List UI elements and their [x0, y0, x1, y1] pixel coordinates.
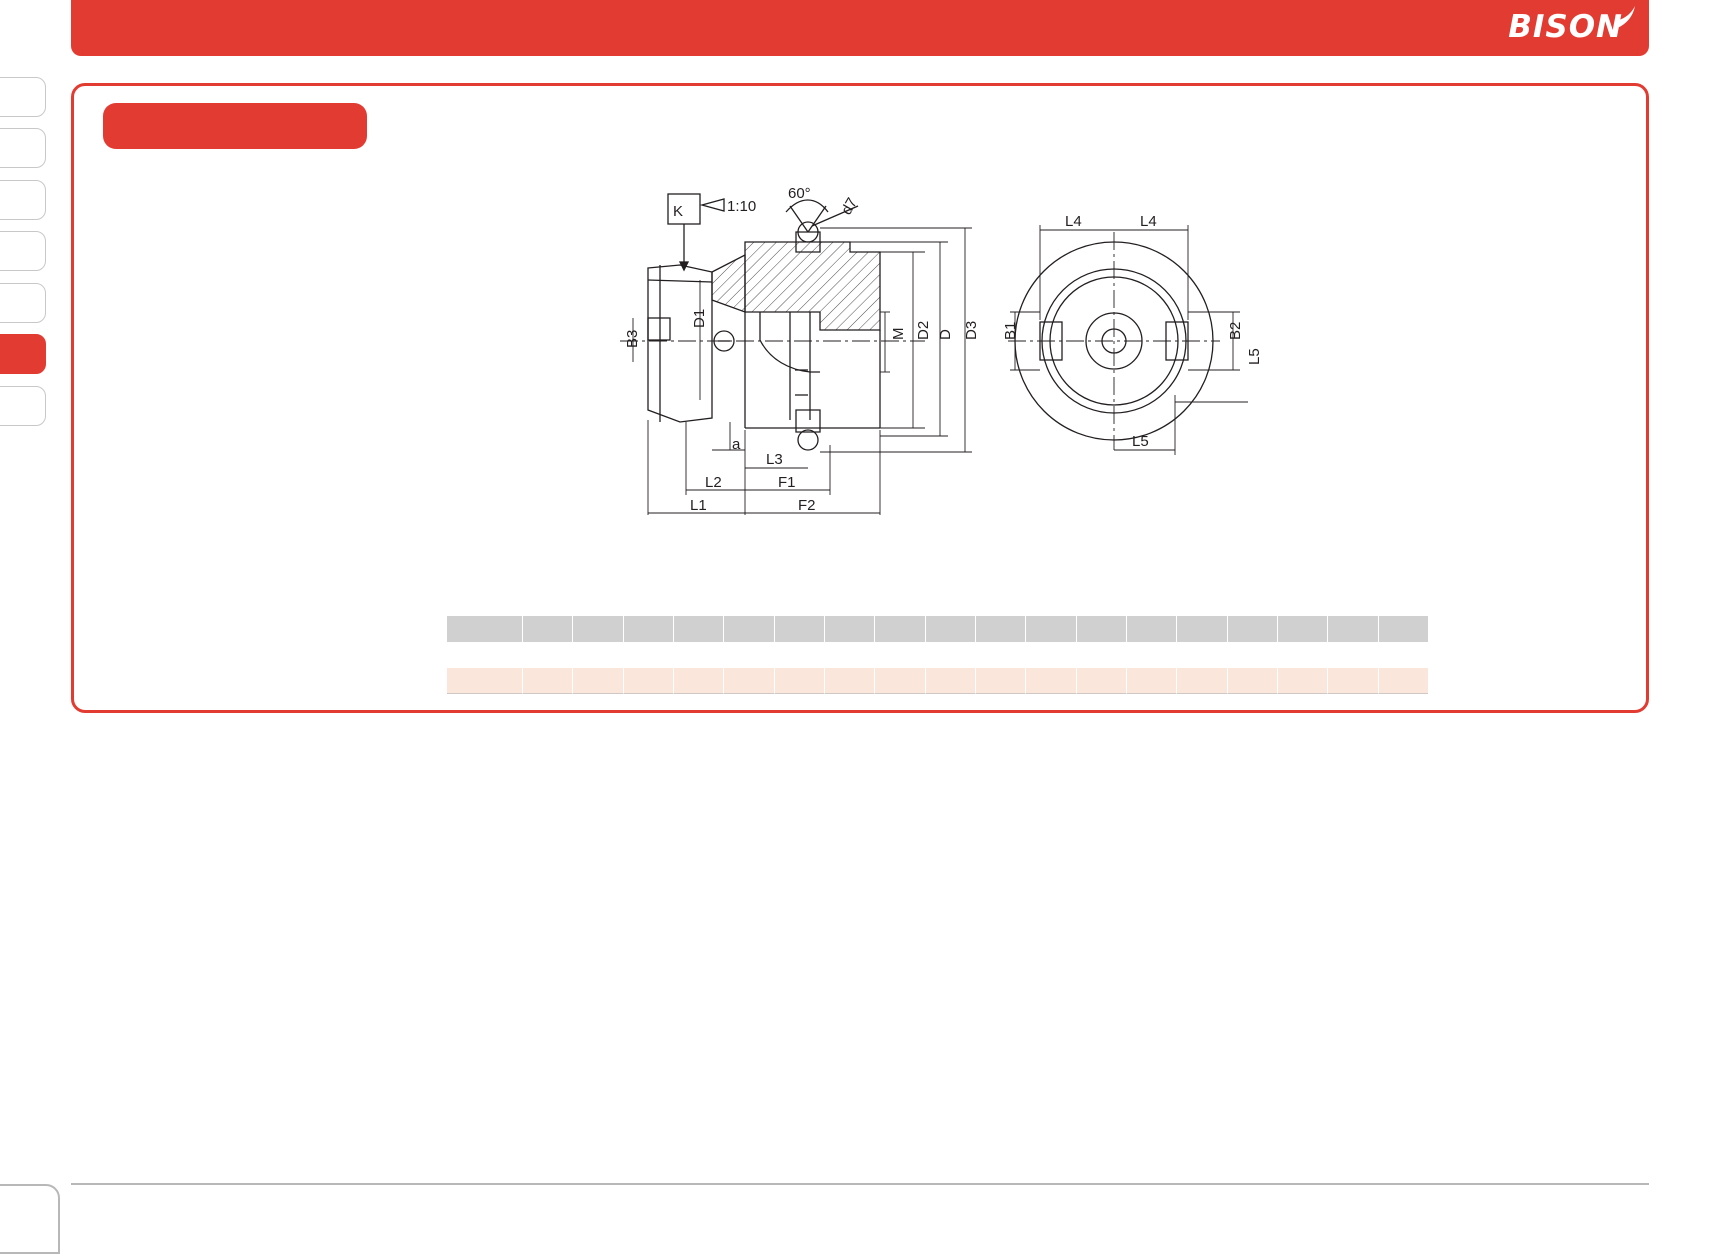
table-cell: [1076, 668, 1127, 694]
dim-b3: B3: [624, 330, 641, 348]
dim-l5-bottom: L5: [1132, 433, 1149, 450]
table-header-cell: [623, 616, 674, 642]
side-tab-4[interactable]: [0, 231, 46, 271]
table-header-cell: [1126, 616, 1178, 642]
table-cell: [673, 668, 725, 694]
table-cell: [875, 668, 926, 694]
side-tab-7[interactable]: [0, 386, 46, 426]
table-header-cell: [673, 616, 725, 642]
table-header-cell: [925, 616, 976, 642]
side-tab-1[interactable]: [0, 77, 46, 117]
table-cell: [925, 668, 976, 694]
table-header-cell: [1328, 616, 1379, 642]
side-tab-5[interactable]: [0, 283, 46, 323]
front-view-centerlines: [1008, 232, 1220, 450]
table-header-row: [447, 616, 1428, 642]
dim-f1: F1: [778, 474, 796, 491]
dim-b1: B1: [1002, 322, 1019, 340]
table-row: [447, 668, 1428, 694]
table-cell: [573, 668, 624, 694]
dim-l3: L3: [766, 451, 783, 468]
table-cell: [447, 668, 523, 694]
front-view-labels: L4 L4 B1 B2 L5 L5: [1002, 213, 1263, 450]
dim-d1: D1: [691, 309, 708, 328]
table-header-cell: [447, 616, 523, 642]
table-cell: [774, 668, 825, 694]
table-cell: [1177, 668, 1228, 694]
table-header-cell: [1177, 616, 1228, 642]
table-header-cell: [724, 616, 775, 642]
content-frame: [71, 83, 1649, 713]
table-cell: [975, 668, 1027, 694]
dim-d: D: [937, 329, 954, 340]
header-bar: BISON: [71, 0, 1649, 56]
table-header-cell: [573, 616, 624, 642]
table-cell: [623, 668, 674, 694]
side-tab-3[interactable]: [0, 180, 46, 220]
spec-table: [447, 616, 1428, 694]
side-tab-6-active[interactable]: [0, 334, 46, 374]
table-cell: [1227, 668, 1278, 694]
table-cell: [1328, 668, 1379, 694]
angle-label: 60°: [788, 185, 811, 202]
table-cell: [824, 668, 876, 694]
dim-l4-right: L4: [1140, 213, 1157, 230]
table-header-cell: [875, 616, 926, 642]
table-header-cell: [1026, 616, 1077, 642]
table-header-cell: [1227, 616, 1278, 642]
brand-logo: BISON: [1508, 6, 1635, 45]
bison-horn-icon: [1617, 6, 1635, 28]
hole-label: d7: [838, 195, 861, 218]
table-header-cell: [1378, 616, 1428, 642]
table-header-cell: [1076, 616, 1127, 642]
dim-m: M: [890, 328, 907, 341]
table-spacer-row: [447, 642, 1428, 668]
dim-l2: L2: [705, 474, 722, 491]
side-view: [647, 193, 881, 451]
table-cell: [724, 668, 775, 694]
technical-drawing: K 1:10 60° d7 B3 D1 M D2 D D3 a L3 L2 F1…: [620, 185, 1263, 515]
side-view-dimensions: [632, 227, 972, 515]
dim-l1: L1: [690, 497, 707, 514]
table-cell: [1277, 668, 1329, 694]
taper-label: 1:10: [727, 198, 756, 215]
table-header-cell: [774, 616, 825, 642]
dim-d2: D2: [915, 321, 932, 340]
table-header-cell: [1277, 616, 1329, 642]
table-header-cell: [824, 616, 876, 642]
dim-l5-side: L5: [1246, 348, 1263, 365]
table-cell: [1378, 668, 1428, 694]
dim-f2: F2: [798, 497, 816, 514]
dim-a: a: [732, 436, 741, 453]
table-header-cell: [523, 616, 574, 642]
table-cell: [523, 668, 574, 694]
side-tab-2[interactable]: [0, 128, 46, 168]
table-header-cell: [975, 616, 1027, 642]
footer-divider: [71, 1183, 1649, 1185]
front-view-dimensions: [1010, 225, 1248, 455]
dim-d3: D3: [963, 321, 980, 340]
dim-b2: B2: [1227, 322, 1244, 340]
tolerance-box-label: K: [673, 203, 683, 220]
dim-l4-left: L4: [1065, 213, 1082, 230]
section-title-pill: [103, 103, 367, 149]
page-number-tab: [0, 1184, 60, 1254]
side-view-labels: K 1:10 60° d7 B3 D1 M D2 D D3 a L3 L2 F1…: [624, 185, 980, 514]
brand-logo-text: BISON: [1508, 9, 1623, 45]
table-cell: [1126, 668, 1178, 694]
table-cell: [1026, 668, 1077, 694]
